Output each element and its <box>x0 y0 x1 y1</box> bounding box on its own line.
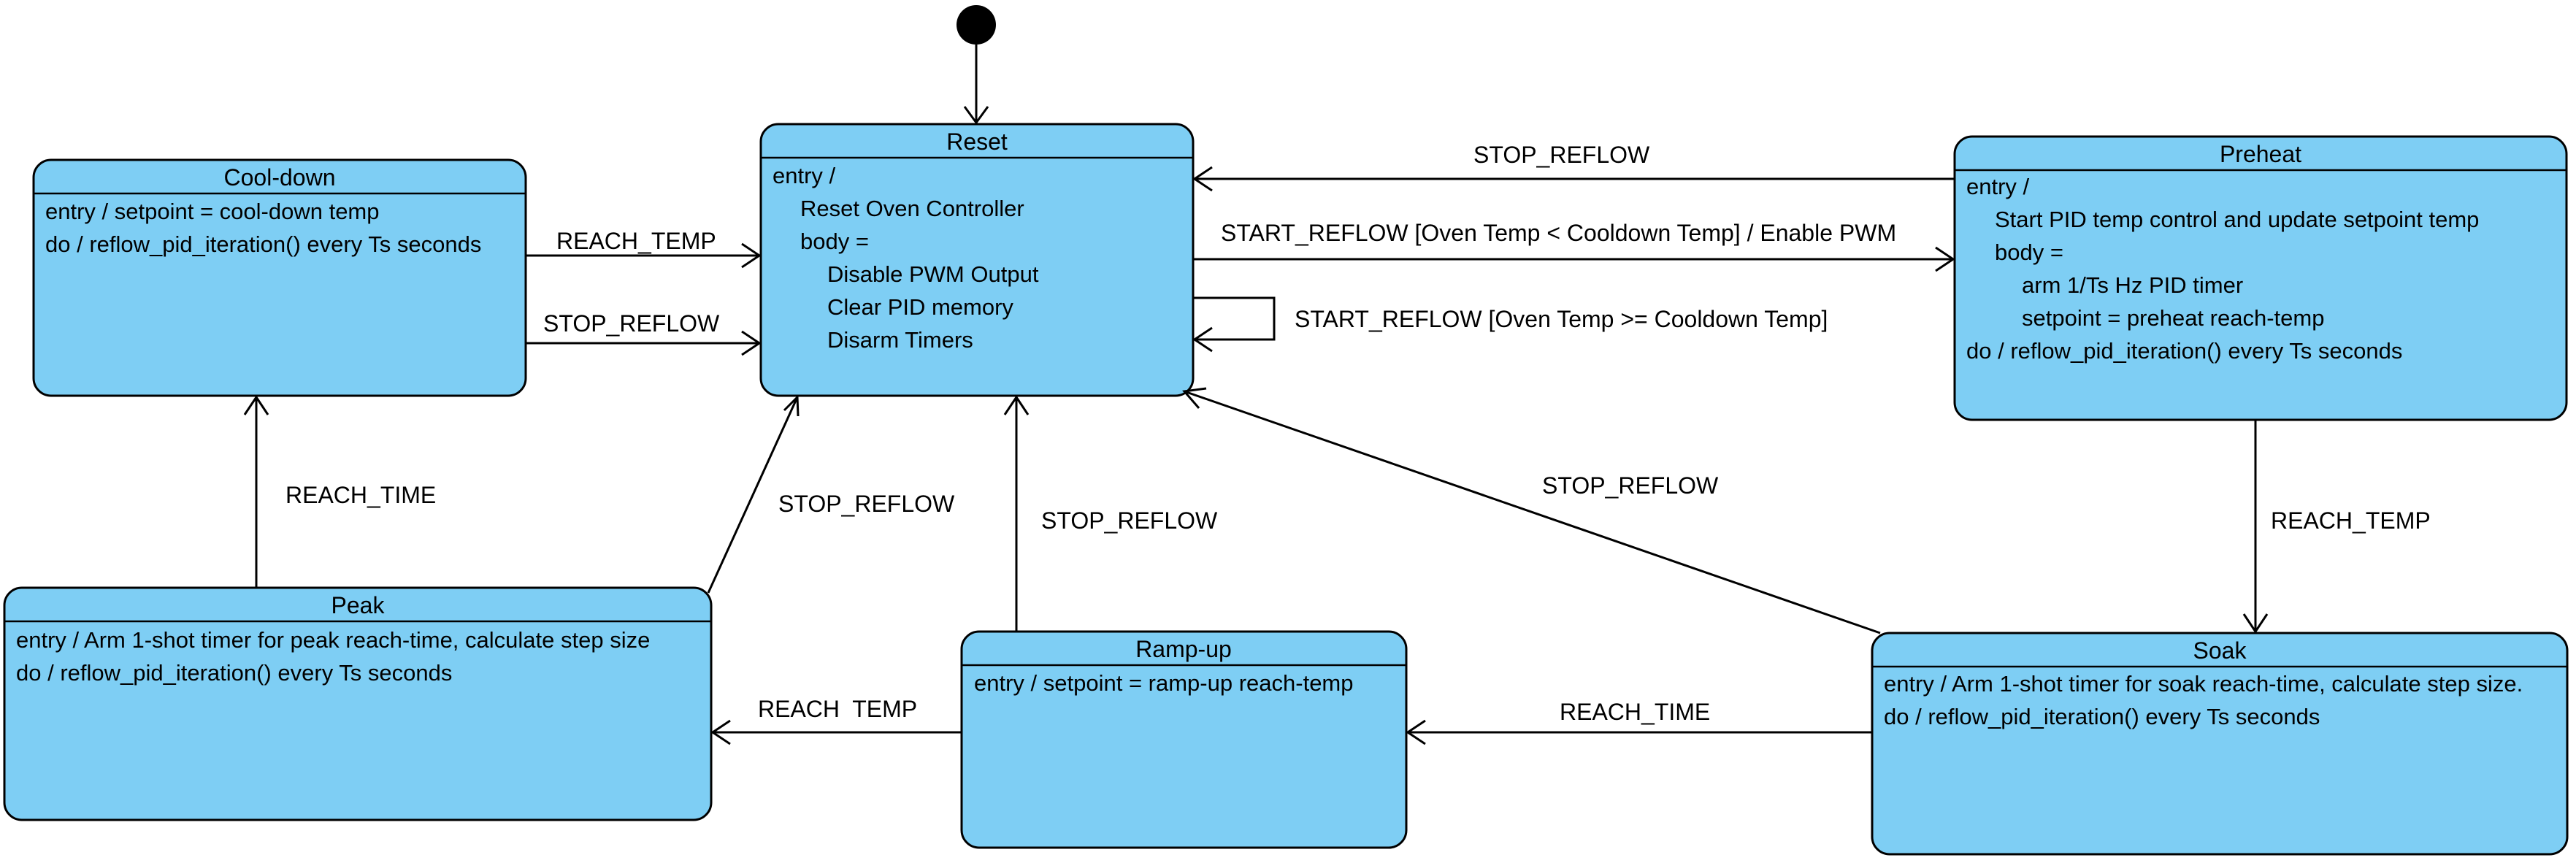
transition-peak-to-cooldown[interactable]: REACH_TIME <box>243 395 436 588</box>
state-cooldown-line: entry / setpoint = cool-down temp <box>45 199 380 224</box>
transition-reset-self-loop[interactable]: START_REFLOW [Oven Temp >= Cooldown Temp… <box>1192 296 1828 353</box>
state-rampup-line: entry / setpoint = ramp-up reach-temp <box>974 670 1354 696</box>
state-preheat-box <box>1953 135 2568 421</box>
state-peak[interactable]: Peak entry / Arm 1-shot timer for peak r… <box>3 586 713 821</box>
transition-label: REACH_TEMP <box>2271 507 2431 534</box>
initial-state-node <box>957 5 996 45</box>
state-peak-box <box>3 586 713 821</box>
transition-arrowhead <box>1935 246 1955 272</box>
state-rampup[interactable]: Ramp-up entry / setpoint = ramp-up reach… <box>960 630 1408 849</box>
state-reset-line: body = <box>800 229 869 254</box>
transition-arrowhead <box>1192 166 1213 192</box>
state-soak-line: do / reflow_pid_iteration() every Ts sec… <box>1884 704 2320 729</box>
transition-label: REACH TEMP <box>758 696 917 722</box>
state-preheat-line: body = <box>1995 239 2063 265</box>
transition-soak-to-rampup[interactable]: REACH_TIME <box>1406 699 1872 745</box>
state-cooldown-line: do / reflow_pid_iteration() every Ts sec… <box>45 231 481 257</box>
transition-reset-to-preheat[interactable]: START_REFLOW [Oven Temp < Cooldown Temp]… <box>1193 220 1955 272</box>
transition-arrowhead <box>783 394 800 417</box>
transition-arrowhead <box>1182 387 1207 409</box>
transition-peak-to-reset[interactable]: STOP_REFLOW <box>707 394 955 594</box>
state-cooldown-box <box>32 158 527 397</box>
state-reset-line: Reset Oven Controller <box>800 196 1024 221</box>
state-reset-line: Clear PID memory <box>827 294 1013 320</box>
transition-rampup-to-peak[interactable]: REACH TEMP <box>710 696 962 745</box>
transition-preheat-to-reset[interactable]: STOP_REFLOW <box>1192 142 1955 192</box>
state-reset-title: Reset <box>946 129 1008 155</box>
state-reset-line: entry / <box>773 163 836 188</box>
transition-arrowhead <box>741 242 762 269</box>
transition-arrowhead <box>1406 719 1426 745</box>
transition-arrowhead <box>2242 613 2269 634</box>
transition-label: STOP_REFLOW <box>1041 507 1218 534</box>
state-preheat[interactable]: Preheat entry / Start PID temp control a… <box>1953 135 2568 421</box>
initial-transition-arrowhead <box>963 106 989 125</box>
transition-arrowhead <box>1003 395 1030 415</box>
transition-line <box>1193 296 1276 341</box>
state-rampup-box <box>960 630 1408 849</box>
state-reset[interactable]: Reset entry / Reset Oven Controller body… <box>759 123 1195 397</box>
state-preheat-line: arm 1/Ts Hz PID timer <box>2022 272 2243 298</box>
state-peak-title: Peak <box>331 592 386 618</box>
state-cooldown[interactable]: Cool-down entry / setpoint = cool-down t… <box>32 158 527 397</box>
state-soak-line: entry / Arm 1-shot timer for soak reach-… <box>1884 671 2523 697</box>
state-reset-line: Disarm Timers <box>827 327 973 353</box>
transition-label: REACH_TIME <box>285 482 436 508</box>
transition-label: START_REFLOW [Oven Temp < Cooldown Temp]… <box>1221 220 1896 246</box>
transition-label: STOP_REFLOW <box>543 310 720 337</box>
state-soak[interactable]: Soak entry / Arm 1-shot timer for soak r… <box>1871 632 2569 856</box>
state-reset-line: Disable PWM Output <box>827 261 1039 287</box>
state-soak-title: Soak <box>2193 637 2247 664</box>
transition-line <box>1184 390 1881 634</box>
state-preheat-line: entry / <box>1966 174 2030 199</box>
transition-label: START_REFLOW [Oven Temp >= Cooldown Temp… <box>1295 306 1828 332</box>
state-preheat-line: setpoint = preheat reach-temp <box>2022 305 2324 331</box>
transition-label: STOP_REFLOW <box>1542 472 1719 499</box>
state-cooldown-title: Cool-down <box>224 164 336 191</box>
transition-rampup-to-reset[interactable]: STOP_REFLOW <box>1003 395 1218 632</box>
transition-arrowhead <box>710 719 731 745</box>
state-peak-line: entry / Arm 1-shot timer for peak reach-… <box>16 627 650 653</box>
state-soak-box <box>1871 632 2569 856</box>
state-preheat-line: Start PID temp control and update setpoi… <box>1995 207 2479 232</box>
transition-label: REACH_TIME <box>1560 699 1710 725</box>
transition-cooldown-to-reset-stop[interactable]: STOP_REFLOW <box>526 310 762 356</box>
transition-arrowhead <box>243 395 269 415</box>
transition-label: STOP_REFLOW <box>1473 142 1650 168</box>
state-preheat-title: Preheat <box>2220 141 2301 167</box>
transition-line <box>707 396 799 594</box>
transition-arrowhead <box>1192 326 1213 353</box>
state-rampup-title: Ramp-up <box>1135 636 1232 662</box>
state-peak-line: do / reflow_pid_iteration() every Ts sec… <box>16 660 452 686</box>
transition-label: STOP_REFLOW <box>778 491 955 517</box>
state-preheat-line: do / reflow_pid_iteration() every Ts sec… <box>1966 338 2402 364</box>
transition-arrowhead <box>741 330 762 356</box>
transition-cooldown-to-reset-reach-temp[interactable]: REACH_TEMP <box>526 228 762 269</box>
transition-preheat-to-soak[interactable]: REACH_TEMP <box>2242 420 2431 634</box>
transition-soak-to-reset[interactable]: STOP_REFLOW <box>1182 387 1881 634</box>
transition-label: REACH_TEMP <box>556 228 716 254</box>
